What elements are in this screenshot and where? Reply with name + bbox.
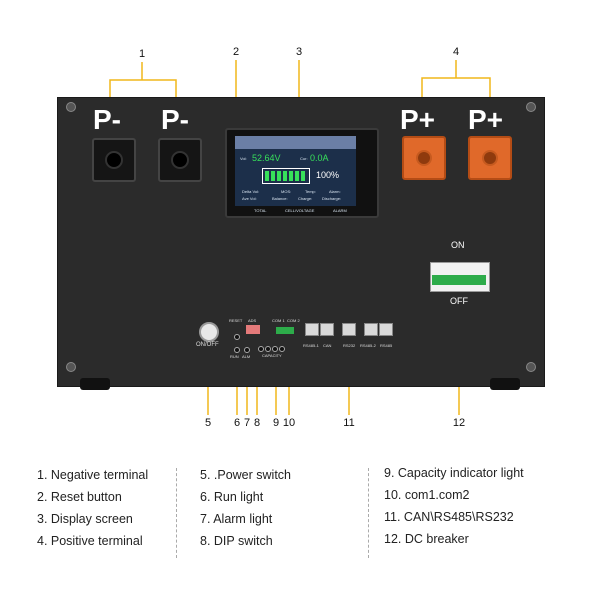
legend-item: 6. Run light bbox=[200, 490, 264, 504]
soc-value: 100% bbox=[316, 170, 340, 180]
com1-label: COM 1 bbox=[272, 318, 285, 323]
port-label: RS485-2 bbox=[360, 343, 376, 348]
callout-1: 1 bbox=[138, 48, 146, 60]
alarm-light bbox=[244, 347, 250, 353]
port-label: RS485-1 bbox=[303, 343, 319, 348]
tab-cell-voltage[interactable]: CELL/VOLTAGE bbox=[285, 208, 315, 213]
callout-12: 12 bbox=[452, 417, 466, 429]
legend-divider bbox=[176, 468, 177, 558]
dip-switch[interactable] bbox=[246, 325, 260, 334]
port-label: RS485 bbox=[380, 343, 393, 348]
tab-total[interactable]: TOTAL bbox=[254, 208, 267, 213]
positive-label: P+ bbox=[400, 104, 436, 135]
vol-value: 52.64V bbox=[252, 153, 281, 163]
run-light bbox=[234, 347, 240, 353]
delta-vol-label: Delta Vol: bbox=[242, 189, 260, 194]
can-port[interactable] bbox=[320, 323, 334, 336]
callout-9: 9 bbox=[272, 417, 280, 429]
positive-terminal[interactable] bbox=[468, 136, 512, 180]
callout-6: 6 bbox=[233, 417, 241, 429]
legend-divider bbox=[368, 468, 369, 558]
ads-label: ADS bbox=[248, 318, 257, 323]
callout-5: 5 bbox=[204, 417, 212, 429]
positive-terminal[interactable] bbox=[402, 136, 446, 180]
legend-item: 7. Alarm light bbox=[200, 512, 273, 526]
callout-11: 11 bbox=[343, 417, 355, 429]
reset-label: RESET bbox=[229, 318, 243, 323]
legend-item: 8. DIP switch bbox=[200, 534, 273, 548]
legend-item: 2. Reset button bbox=[37, 490, 122, 504]
positive-label: P+ bbox=[468, 104, 504, 135]
cur-value: 0.0A bbox=[310, 153, 329, 163]
callout-7: 7 bbox=[243, 417, 251, 429]
callout-4: 4 bbox=[452, 46, 460, 58]
mos-label: MOS: bbox=[281, 189, 292, 194]
alm-label: ALM bbox=[242, 354, 251, 359]
screw-icon bbox=[526, 102, 536, 112]
rs485-2-port[interactable] bbox=[364, 323, 378, 336]
capacity-led bbox=[272, 346, 278, 352]
rs232-port[interactable] bbox=[342, 323, 356, 336]
foot bbox=[490, 378, 520, 390]
negative-terminal[interactable] bbox=[158, 138, 202, 182]
legend-item: 4. Positive terminal bbox=[37, 534, 143, 548]
capacity-led bbox=[265, 346, 271, 352]
callout-8: 8 bbox=[253, 417, 261, 429]
capacity-label: CAPACITY bbox=[262, 353, 282, 358]
port-label: CAN bbox=[323, 343, 332, 348]
breaker-off-label: OFF bbox=[450, 296, 468, 306]
callout-10: 10 bbox=[282, 417, 296, 429]
breaker-on-label: ON bbox=[451, 240, 465, 250]
lcd-header bbox=[235, 136, 356, 149]
legend-item: 9. Capacity indicator light bbox=[384, 466, 524, 480]
legend-item: 3. Display screen bbox=[37, 512, 133, 526]
cur-label: Cur: bbox=[300, 156, 308, 161]
legend-item: 1. Negative terminal bbox=[37, 468, 149, 482]
reset-button[interactable] bbox=[234, 334, 240, 340]
negative-label: P- bbox=[161, 104, 189, 135]
alarm-label: Alarm: bbox=[329, 189, 341, 194]
port-label: RS232 bbox=[343, 343, 356, 348]
rs485-port[interactable] bbox=[379, 323, 393, 336]
battery-soc-icon bbox=[262, 168, 310, 184]
negative-label: P- bbox=[93, 104, 121, 135]
legend-item: 12. DC breaker bbox=[384, 532, 469, 546]
run-label: RUN bbox=[230, 354, 239, 359]
discharge-label: Discharge: bbox=[322, 196, 342, 201]
balance-label: Balance: bbox=[272, 196, 288, 201]
rs485-1-port[interactable] bbox=[305, 323, 319, 336]
foot bbox=[80, 378, 110, 390]
legend-item: 10. com1.com2 bbox=[384, 488, 470, 502]
breaker-toggle[interactable] bbox=[432, 275, 486, 285]
legend-item: 11. CAN\RS485\RS232 bbox=[384, 510, 514, 524]
screw-icon bbox=[66, 102, 76, 112]
callout-2: 2 bbox=[232, 46, 240, 58]
power-label: ON/OFF bbox=[196, 342, 219, 348]
legend-item: 5. .Power switch bbox=[200, 468, 292, 482]
vol-label: Vol: bbox=[240, 156, 247, 161]
callout-3: 3 bbox=[295, 46, 303, 58]
power-switch[interactable] bbox=[199, 322, 219, 342]
capacity-led bbox=[258, 346, 264, 352]
com-connector[interactable] bbox=[276, 327, 294, 334]
capacity-led bbox=[279, 346, 285, 352]
ave-vol-label: Ave Vol: bbox=[242, 196, 257, 201]
temp-label: Temp: bbox=[305, 189, 316, 194]
tab-alarm[interactable]: ALARM bbox=[333, 208, 347, 213]
screw-icon bbox=[526, 362, 536, 372]
com2-label: COM 2 bbox=[287, 318, 300, 323]
screw-icon bbox=[66, 362, 76, 372]
charge-label: Charge: bbox=[298, 196, 313, 201]
negative-terminal[interactable] bbox=[92, 138, 136, 182]
